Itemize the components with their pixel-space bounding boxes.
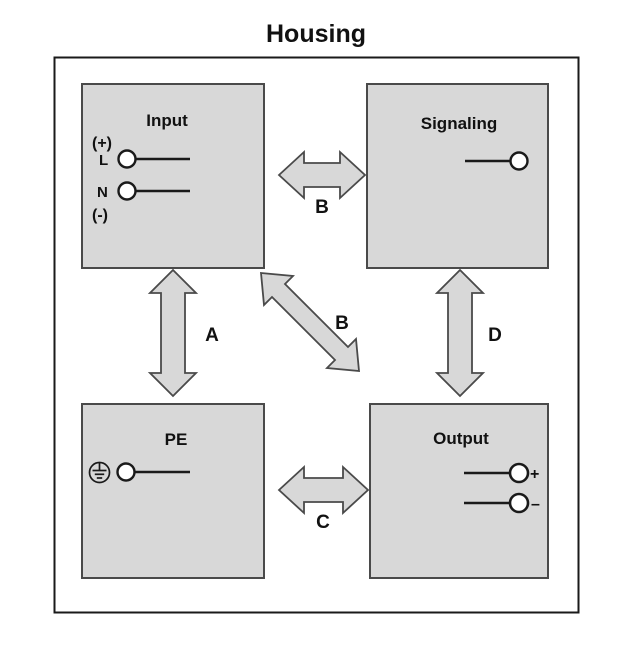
block-signaling-label: Signaling	[421, 114, 498, 133]
output-terminal-negative: –	[464, 492, 540, 514]
input-terminal-l-dot	[117, 149, 137, 169]
signaling-terminal	[465, 151, 529, 171]
block-pe: PE	[81, 403, 265, 579]
block-signaling: Signaling	[366, 83, 549, 269]
block-pe-body	[81, 403, 265, 579]
block-input-label: Input	[146, 111, 188, 130]
input-terminal-l-label: L	[99, 152, 108, 169]
arrow-b-diagonal-label: B	[335, 313, 349, 334]
arrow-d: D	[434, 268, 502, 398]
output-terminal-positive-label: +	[530, 466, 539, 483]
input-terminal-n-dot	[117, 181, 137, 201]
arrow-b-diagonal-shape	[260, 272, 360, 372]
output-terminal-negative-dot	[508, 492, 530, 514]
block-output-label: Output	[433, 429, 489, 448]
output-terminal-negative-label: –	[531, 496, 540, 513]
arrow-d-shape	[434, 268, 486, 398]
protective-earth-icon	[88, 461, 111, 484]
block-input-body	[81, 83, 265, 269]
block-output-body	[369, 403, 549, 579]
input-polarity-negative: (-)	[92, 207, 108, 224]
arrow-d-label: D	[488, 325, 502, 346]
arrow-a-shape	[147, 268, 199, 398]
arrow-c-label: C	[316, 512, 330, 533]
input-terminal-n-label: N	[97, 184, 108, 201]
pe-terminal-dot	[116, 462, 136, 482]
arrow-b-horizontal-label: B	[315, 197, 329, 218]
arrow-b-diagonal: B	[260, 272, 360, 372]
page-title: Housing	[266, 20, 366, 48]
input-terminal-n: N	[97, 181, 190, 201]
arrow-c-shape	[277, 464, 370, 516]
block-pe-label: PE	[165, 430, 188, 449]
input-polarity-positive: (+)	[92, 135, 112, 152]
output-terminal-positive: +	[464, 462, 539, 484]
pe-terminal	[116, 462, 190, 482]
arrow-a: A	[147, 268, 219, 398]
housing-frame	[53, 56, 580, 614]
arrow-a-label: A	[205, 325, 219, 346]
signaling-terminal-dot	[509, 151, 529, 171]
arrow-c: C	[277, 464, 370, 533]
arrow-b-horizontal-shape	[277, 149, 367, 201]
arrow-b-horizontal: B	[277, 149, 367, 218]
input-terminal-l: L	[99, 149, 190, 169]
output-terminal-positive-dot	[508, 462, 530, 484]
block-signaling-body	[366, 83, 549, 269]
block-input: Input (+) L N (-)	[81, 83, 265, 269]
block-output: Output + –	[369, 403, 549, 579]
